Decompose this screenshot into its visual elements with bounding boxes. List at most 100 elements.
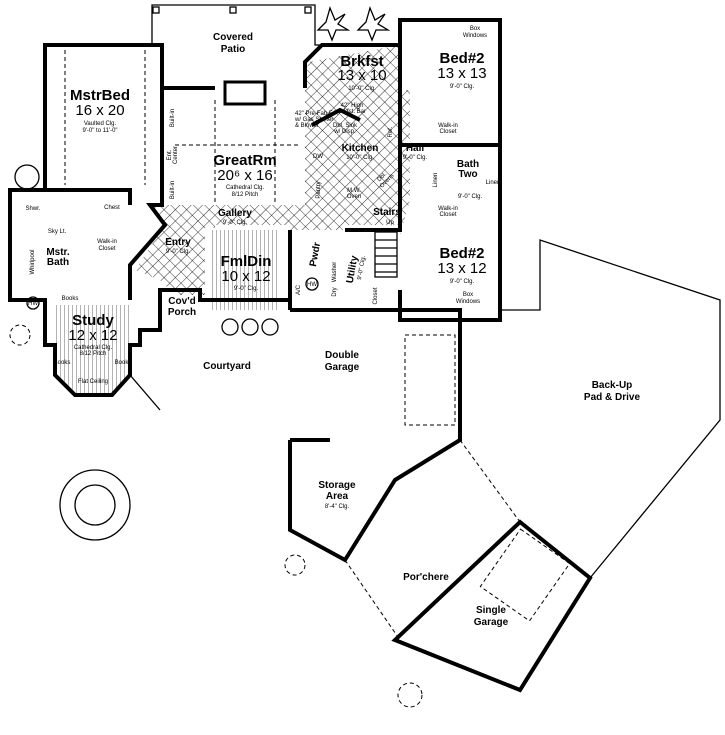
dryer-label: Dry	[332, 287, 338, 296]
stairs-note: Up	[386, 220, 394, 226]
covered-patio: Covered Patio	[151, 4, 330, 55]
stairs-label: Stairs	[373, 207, 401, 218]
shrub-icon	[284, 554, 306, 576]
driveway	[344, 239, 721, 641]
fmldin-note: 9'-0" Clg.	[234, 286, 259, 292]
garage-walls	[288, 308, 593, 693]
box-windows-label: Box	[463, 292, 473, 298]
mstr-bath-label: Mstr.	[46, 247, 70, 258]
covered-patio-label-2: Patio	[221, 44, 245, 55]
courtyard-walls	[129, 374, 161, 411]
brkfst-label: Brkfst	[340, 53, 383, 70]
mstrbed-label: MstrBed	[70, 87, 130, 104]
pantry-label: Pantry	[316, 181, 322, 198]
mstrbed-note: Vaulted Clg.	[84, 121, 117, 127]
gallery-label: Gallery	[218, 208, 252, 219]
single-garage-label: Single	[476, 605, 506, 616]
fmldin-label: FmlDin	[221, 253, 272, 270]
brkfst-size: 13 x 10	[337, 67, 386, 84]
tile-floor-areas	[135, 45, 410, 295]
chest-label: Chest	[104, 205, 120, 211]
walkin-closet-label-2: Closet	[98, 246, 115, 252]
walkin-closet-label: Walk-in	[438, 206, 458, 212]
room-labels: MstrBed 16 x 20 Vaulted Clg. 9'-0" to 11…	[46, 26, 640, 628]
closet-label: Closet	[373, 287, 379, 304]
dishwasher-label: DW	[313, 154, 323, 160]
bed2-top-size: 13 x 13	[437, 65, 486, 82]
storage-note: 8'-4" Clg.	[325, 504, 350, 510]
utility-note: 9'-0" Clg.	[357, 255, 367, 280]
walkin-closet-label-2: Closet	[439, 129, 456, 135]
greatrm-note: Cathedral Clg.	[226, 185, 265, 191]
books-label: Books	[54, 360, 71, 366]
fireplace-note: 42" Pre-Fab F.P.	[295, 111, 339, 117]
kitchen-label: Kitchen	[342, 143, 379, 154]
bed2-top-label: Bed#2	[439, 50, 484, 67]
mstrbed-size: 16 x 20	[75, 102, 124, 119]
box-windows-label: Box	[470, 26, 480, 32]
ent-center-label-2: Center	[173, 146, 179, 164]
brkfst-bar-label: 42" High	[341, 103, 364, 109]
skylight-label: Sky Lt.	[48, 229, 67, 235]
study-size: 12 x 12	[68, 327, 117, 344]
hall-note: 9'-0" Clg.	[403, 155, 428, 161]
built-in-label: Built-in	[170, 181, 176, 199]
brkfst-note: 10'-0" Clg.	[348, 86, 376, 92]
utility-label: Utility	[345, 255, 361, 285]
ent-center-label: Ent.	[167, 149, 173, 160]
covd-porch-label-2: Porch	[168, 307, 196, 318]
greatrm-size: 20⁶ x 16	[217, 167, 272, 184]
fireplace-note-2: w/ Gas Starter	[294, 117, 333, 123]
double-garage-label-2: Garage	[325, 362, 360, 373]
mw-oven-label-2: Oven	[347, 194, 361, 200]
house-walls	[8, 18, 502, 397]
pwdr-label: Pwdr	[308, 241, 323, 267]
books-label: Books	[62, 296, 79, 302]
ceiling-lines	[64, 50, 300, 205]
walkin-closet-label: Walk-in	[438, 123, 458, 129]
water-heater-icon	[305, 277, 319, 291]
mstr-bath-label-2: Bath	[47, 257, 69, 268]
entry-note: 9'-0" Clg.	[166, 249, 191, 255]
study-label: Study	[72, 312, 114, 329]
bath-two-note: 9'-0" Clg.	[458, 194, 483, 200]
storage-label-2: Area	[326, 491, 349, 502]
box-windows-label-2: Windows	[456, 299, 480, 305]
fireplace-note-3: & Blower	[295, 123, 319, 129]
porchere-label: Por'chere	[403, 572, 449, 583]
double-garage-label: Double	[325, 350, 359, 361]
lined-floor-areas	[55, 230, 280, 395]
greatrm-note-2: 8/12 Pitch	[232, 192, 259, 198]
walkin-closet-label-2: Closet	[439, 212, 456, 218]
dbl-sink-label: Dbl. Sink	[333, 123, 358, 129]
bed2-bottom-size: 13 x 12	[437, 260, 486, 277]
mstrbed-note-2: 9'-0" to 11'-0"	[82, 128, 117, 134]
washer-label: Washer	[332, 262, 338, 282]
refrigerator-label: Ref.	[388, 126, 394, 137]
linen-label: Linen	[486, 180, 501, 186]
hall-label: Hall	[406, 143, 425, 154]
storage-label: Storage	[318, 480, 356, 491]
linen-label: Linen	[433, 173, 439, 188]
shrub-icon	[9, 324, 31, 346]
bed2-bottom-label: Bed#2	[439, 245, 484, 262]
fixture-labels: 42" Pre-Fab F.P. w/ Gas Starter & Blower…	[25, 103, 500, 366]
stairs	[374, 231, 398, 278]
dbl-sink-label-2: w/ Disp.	[333, 129, 356, 135]
mw-oven-label: M.W.	[347, 188, 361, 194]
whirlpool-label: Whirlpool	[30, 249, 36, 274]
tree-icon	[59, 469, 131, 541]
courtyard-label: Courtyard	[203, 361, 251, 372]
gallery-note: 9'-0" Clg.	[223, 220, 248, 226]
books-label: Books	[115, 360, 132, 366]
bath-two-label-2: Two	[458, 169, 477, 180]
entry-label: Entry	[165, 237, 191, 248]
flat-ceiling-label: Flat Ceiling	[78, 379, 108, 385]
covd-porch-label: Cov'd	[168, 296, 195, 307]
shrub-icon	[14, 164, 40, 190]
fmldin-size: 10 x 12	[221, 268, 270, 285]
landscaping	[9, 6, 423, 708]
single-garage-label-2: Garage	[474, 617, 509, 628]
shrub-icon	[397, 682, 423, 708]
